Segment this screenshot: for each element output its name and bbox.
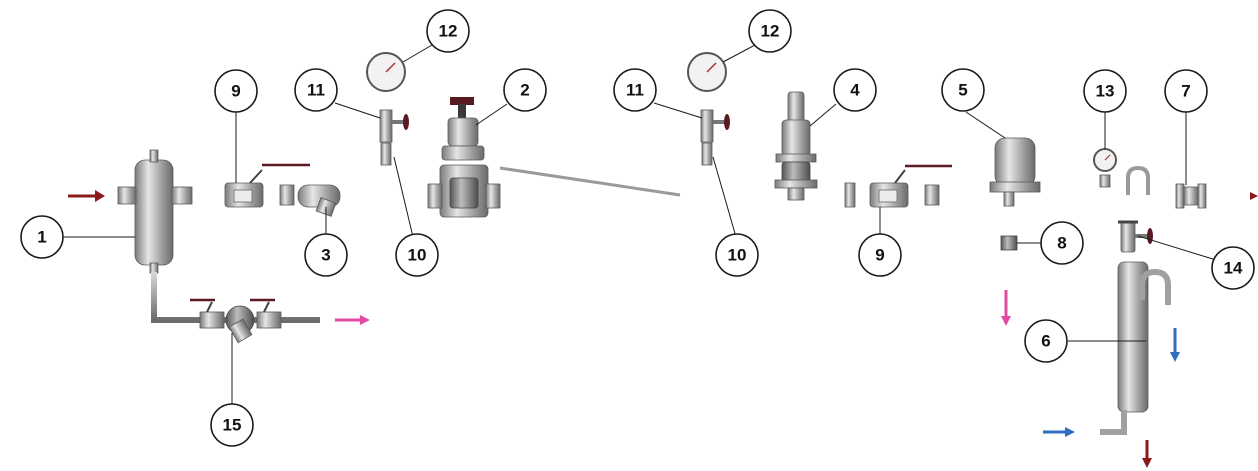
callout-5: 5 (941, 68, 985, 112)
condensate-outlet-arrow-2 (1001, 290, 1011, 326)
filter-housing (989, 137, 1041, 207)
cooling-water-out-arrow (1170, 328, 1180, 362)
cooling-water-in-arrow (1043, 427, 1075, 437)
callout-9-right: 9 (858, 233, 902, 277)
callout-label: 10 (408, 246, 427, 265)
callout-label: 6 (1041, 332, 1050, 351)
strainer (297, 184, 341, 217)
ball-valve-1 (224, 163, 310, 208)
callout-label: 11 (307, 81, 325, 100)
steam-outlet-arrow (1250, 192, 1258, 200)
callout-7: 7 (1164, 69, 1208, 113)
callout-label: 11 (626, 81, 644, 100)
filter-drain-line (1000, 205, 1018, 282)
callout-label: 12 (761, 22, 780, 41)
callout-9-left: 9 (214, 69, 258, 113)
pressure-gauge-small (1093, 148, 1117, 192)
callout-label: 9 (875, 246, 884, 265)
leader-lines (63, 44, 1217, 404)
callout-label: 15 (223, 416, 242, 435)
sample-outlet-arrow (1142, 440, 1152, 468)
pressure-gauge-assembly-1 (366, 52, 409, 192)
callout-label: 2 (520, 81, 529, 100)
callout-label: 10 (728, 246, 747, 265)
pressure-reducing-valve (427, 97, 681, 218)
condensate-outlet-arrow-1 (335, 315, 370, 325)
callout-11-right: 11 (613, 68, 657, 112)
ball-valve-2 (844, 164, 952, 208)
callout-10-right: 10 (715, 233, 759, 277)
callout-12-right: 12 (748, 9, 792, 53)
separator (117, 149, 193, 274)
callout-label: 14 (1224, 259, 1243, 278)
callout-12-left: 12 (426, 9, 470, 53)
callout-8: 8 (1040, 221, 1084, 265)
sample-cooler (1100, 261, 1171, 435)
callout-6: 6 (1024, 319, 1068, 363)
callout-10-left: 10 (395, 233, 439, 277)
callout-4: 4 (833, 68, 877, 112)
sample-valve (1118, 220, 1153, 253)
callout-label: 13 (1096, 82, 1115, 101)
callout-label: 12 (439, 22, 458, 41)
safety-valve (774, 91, 818, 201)
callout-14: 14 (1211, 246, 1255, 290)
drain-trap-assembly (190, 298, 282, 344)
sample-line (1125, 165, 1150, 270)
callout-label: 3 (321, 246, 330, 265)
pressure-gauge-assembly-2 (687, 52, 730, 192)
callout-2: 2 (503, 68, 547, 112)
callout-11-left: 11 (294, 68, 338, 112)
callout-label: 5 (958, 81, 967, 100)
callout-3: 3 (304, 233, 348, 277)
callout-label: 9 (231, 82, 240, 101)
check-valve (1175, 183, 1207, 209)
callout-label: 7 (1181, 82, 1190, 101)
callout-13: 13 (1083, 69, 1127, 113)
callout-1: 1 (20, 215, 64, 259)
callout-label: 4 (850, 81, 860, 100)
callout-label: 8 (1057, 234, 1066, 253)
steam-inlet-arrow (68, 190, 105, 202)
callout-label: 1 (37, 228, 46, 247)
callout-15: 15 (210, 403, 254, 447)
